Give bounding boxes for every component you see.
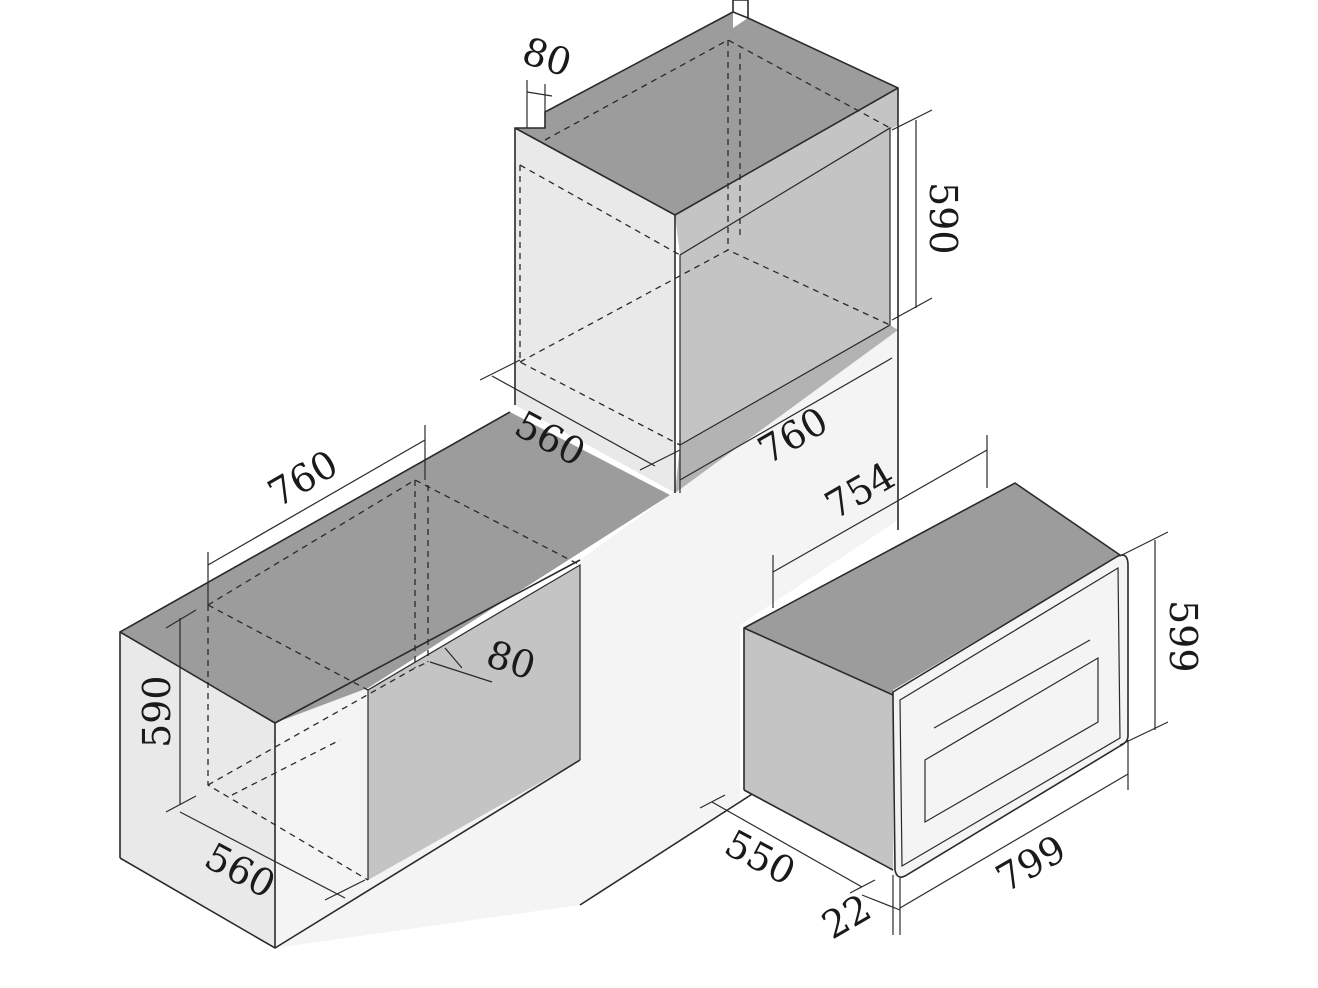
oven-top-front-edge bbox=[743, 627, 894, 696]
connecting-panel-face bbox=[580, 330, 898, 905]
lower-hidden-edges-7 bbox=[231, 739, 341, 796]
lower-hidden-edges-1 bbox=[207, 604, 369, 691]
lower-height-label: 590 bbox=[135, 675, 179, 748]
lower-hidden-edges-3 bbox=[207, 479, 581, 606]
oven-height-label: 599 bbox=[1161, 600, 1205, 673]
upper-cabinet-side bbox=[515, 128, 675, 493]
oven-front bbox=[893, 555, 1128, 878]
upper-cabinet-outline bbox=[514, 0, 899, 405]
upper-lip-edge bbox=[732, 11, 749, 19]
upper-cabinet bbox=[514, 0, 899, 493]
oven-top bbox=[744, 483, 1120, 695]
oven-depth-label: 550 bbox=[718, 821, 803, 894]
lower-top-front-edge bbox=[119, 631, 276, 724]
dimension-lines bbox=[165, 80, 1169, 935]
upper-height-label: 590 bbox=[921, 182, 965, 255]
lower-cabinet-recess bbox=[368, 565, 580, 880]
oven-handle bbox=[933, 639, 1091, 729]
lower-width-label: 760 bbox=[261, 441, 346, 515]
oven bbox=[743, 482, 1129, 878]
oven-front-thickness-label: 22 bbox=[815, 886, 879, 948]
oven-door-inner bbox=[899, 566, 1121, 868]
upper-hidden-edges-5 bbox=[544, 39, 891, 141]
lower-hidden-edges-5 bbox=[207, 661, 429, 786]
upper-cabinet-top bbox=[515, 12, 898, 215]
upper-cabinet-recess-bottom bbox=[680, 128, 890, 445]
lower-cabinet-side bbox=[120, 632, 275, 948]
lower-cabinet-top bbox=[120, 412, 670, 723]
lower-recess-frame bbox=[367, 563, 581, 880]
upper-recess-frame bbox=[679, 126, 891, 446]
oven-bottom-edge bbox=[743, 789, 894, 871]
upper-depth-top-label: 80 bbox=[517, 29, 577, 86]
oven-window bbox=[924, 656, 1099, 824]
upper-cabinet-recess-top bbox=[675, 88, 898, 255]
oven-outline bbox=[743, 482, 1121, 790]
upper-top-front-edge bbox=[514, 127, 676, 216]
connecting-panel bbox=[580, 330, 898, 905]
upper-hidden-edges-1 bbox=[519, 164, 681, 256]
oven-front-width-label: 799 bbox=[989, 826, 1074, 900]
lower-cabinet bbox=[119, 330, 899, 949]
upper-top-right-edge bbox=[674, 87, 899, 216]
